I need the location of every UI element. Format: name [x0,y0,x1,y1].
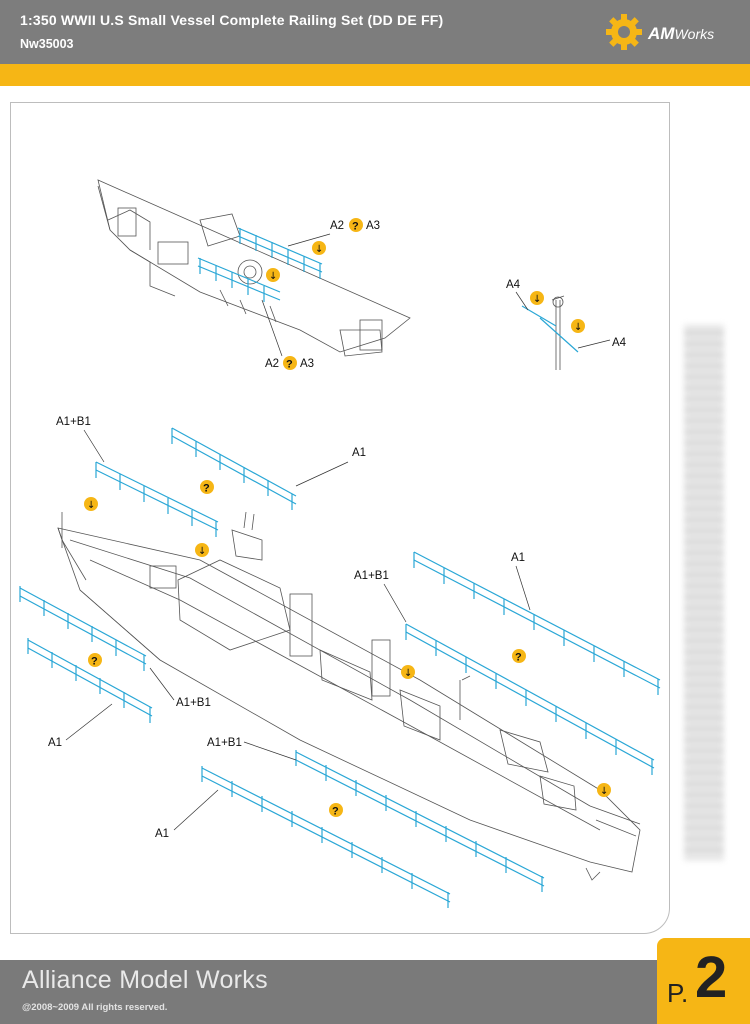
label-a3-bottom: A3 [300,358,314,370]
railing-a1-left [27,638,153,723]
svg-text:?: ? [515,652,522,664]
svg-text:↓: ↓ [533,294,541,305]
brand-name: Alliance Model Works [22,966,268,994]
arrow-down-icon: ↓ [84,497,98,511]
question-icon: ? [88,653,102,668]
footer-bar: Alliance Model Works @2008~2009 All righ… [0,960,750,1024]
leader-line [515,565,531,611]
deck-superstructure-drawing [97,179,411,357]
page-prefix: P. [667,978,689,1008]
svg-text:↓: ↓ [87,500,95,511]
svg-text:↓: ↓ [600,786,608,797]
label-a1-left: A1 [48,737,62,749]
page-number-badge: P. 2 [657,938,750,1024]
arrow-down-icon: ↓ [597,783,611,797]
label-a3-top: A3 [366,220,380,232]
label-a1b1-upper-left: A1+B1 [56,416,91,428]
railing-a1b1-lower [295,750,545,892]
railing-a1b1-upper-left [95,461,219,537]
svg-text:↓: ↓ [198,546,206,557]
copyright-text: @2008~2009 All rights reserved. [22,1002,168,1013]
label-a4-left: A4 [506,279,521,291]
svg-text:?: ? [203,483,210,495]
arrow-down-icon: ↓ [266,268,280,282]
product-code: Nw35003 [20,37,74,51]
question-icon: ? [283,356,297,371]
svg-text:↓: ↓ [574,322,582,333]
label-a2-top: A2 [330,220,344,232]
question-icon: ? [349,218,363,233]
page-title: 1:350 WWII U.S Small Vessel Complete Rai… [20,12,444,28]
railing-a1b1-mid-left [19,586,147,671]
label-a4-right: A4 [612,337,627,349]
leader-line [243,741,297,761]
label-a1-bottom: A1 [155,828,169,840]
svg-text:?: ? [286,359,293,371]
deck-railing-a2 [237,227,323,279]
railing-a1-upper [171,427,297,510]
railing-a1-right [413,551,661,695]
instruction-panel [10,102,670,934]
svg-text:?: ? [91,656,98,668]
leader-line [149,667,175,701]
leader-line [65,703,113,741]
leader-line [173,789,219,831]
arrow-down-icon: ↓ [312,241,326,255]
leader-line [515,291,529,311]
question-icon: ? [329,803,343,818]
railing-a1-bottom [201,766,451,908]
leader-line [83,429,105,463]
question-icon: ? [200,480,214,495]
label-a1b1-right: A1+B1 [354,570,389,582]
destroyer-hull-drawing [57,511,641,881]
arrow-down-icon: ↓ [530,291,544,305]
svg-text:↓: ↓ [404,668,412,679]
arrow-down-icon: ↓ [571,319,585,333]
gear-logo-icon [606,14,642,50]
accent-band [0,64,750,86]
page-number: 2 [695,945,728,1010]
side-thumbnail-strip [684,325,724,860]
leader-line [383,583,407,623]
label-a1-upper: A1 [352,447,366,459]
brand-logo: AMWorks [648,24,715,43]
leader-line [261,299,283,357]
label-a1b1-mid-left: A1+B1 [176,697,211,709]
leader-line [295,461,349,487]
label-a2-bottom: A2 [265,358,279,370]
leader-line [287,233,331,247]
railing-a1b1-right [405,623,655,775]
svg-text:↓: ↓ [269,271,277,282]
arrow-down-icon: ↓ [401,665,415,679]
svg-text:?: ? [352,221,359,233]
svg-text:?: ? [332,806,339,818]
arrow-down-icon: ↓ [195,543,209,557]
svg-text:↓: ↓ [315,244,323,255]
label-a1b1-lower: A1+B1 [207,737,242,749]
leader-line [577,339,611,349]
deck-railing-a3 [197,257,281,302]
label-a1-right: A1 [511,552,525,564]
question-icon: ? [512,649,526,664]
mast-detail-drawing [521,295,579,370]
